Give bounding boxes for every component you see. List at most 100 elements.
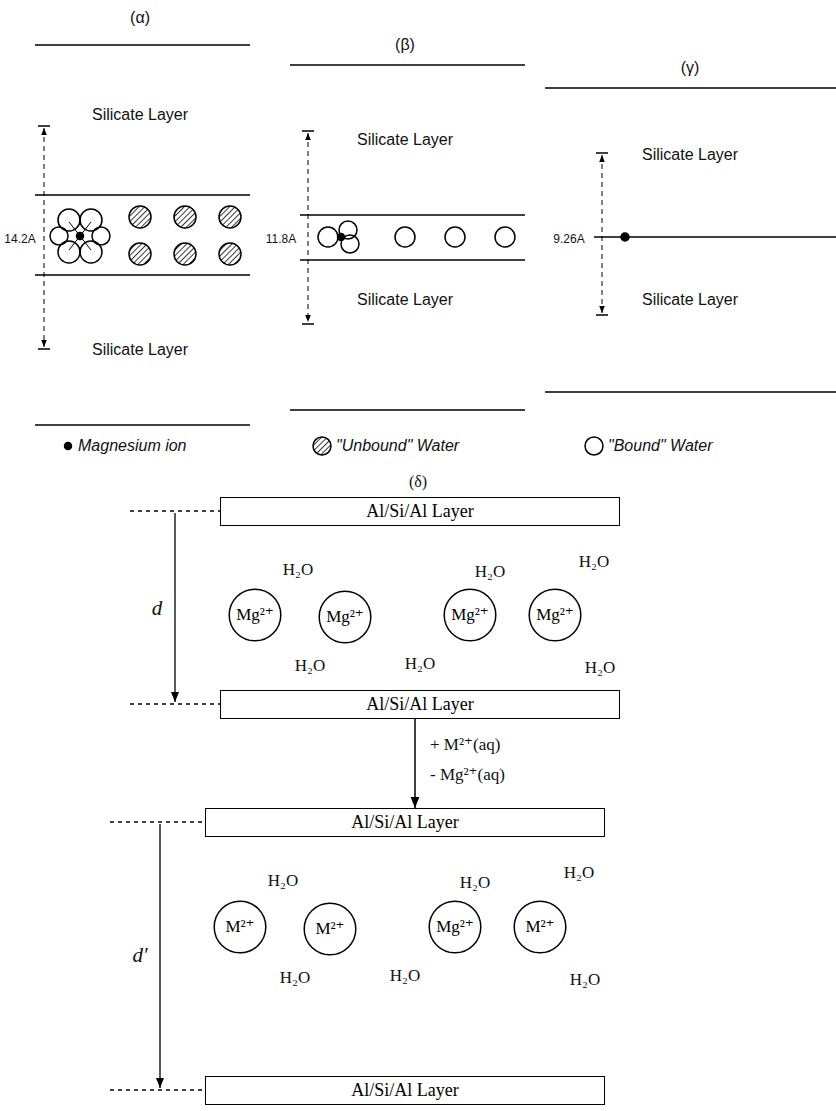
unbound-water bbox=[129, 243, 151, 265]
unbound-water-sample bbox=[313, 437, 331, 455]
cation-symbol: M²⁺ bbox=[525, 917, 554, 937]
water-label: H₂O bbox=[295, 656, 325, 676]
exchange-label: - Mg²⁺(aq) bbox=[430, 765, 505, 785]
water-label: H₂O bbox=[475, 562, 505, 582]
dimension-line bbox=[602, 155, 603, 313]
water-label: H₂O bbox=[585, 658, 615, 678]
spacing-label: d bbox=[152, 596, 163, 620]
panel-label: (β) bbox=[395, 36, 415, 54]
alpha-panel bbox=[35, 45, 250, 425]
cation-circle: Mg²⁺ bbox=[318, 590, 372, 644]
cation-symbol: M²⁺ bbox=[315, 919, 344, 939]
bound-water bbox=[395, 227, 415, 247]
legend-samples bbox=[65, 437, 604, 455]
cation-symbol: M²⁺ bbox=[225, 917, 254, 937]
bound-water bbox=[80, 241, 102, 263]
dimension-tick bbox=[302, 130, 314, 132]
magnesium-ion bbox=[338, 234, 345, 241]
cation-symbol: Mg²⁺ bbox=[451, 605, 489, 625]
layer-line bbox=[35, 274, 250, 276]
layer-box: Al/Si/Al Layer bbox=[205, 808, 605, 837]
dimension-tick bbox=[38, 348, 50, 350]
bound-water bbox=[58, 241, 80, 263]
bound-water bbox=[495, 227, 515, 247]
bond-line bbox=[69, 222, 91, 250]
cation-circle: M²⁺ bbox=[213, 900, 267, 954]
circle-shape bbox=[444, 589, 496, 641]
unbound-water bbox=[219, 243, 241, 265]
water-label: H₂O bbox=[283, 560, 313, 580]
guide-line bbox=[130, 703, 220, 704]
layer-label: Silicate Layer bbox=[92, 341, 188, 359]
dimension-tick bbox=[596, 314, 608, 316]
magnesium-ion bbox=[621, 233, 629, 241]
cation-circle: Mg²⁺ bbox=[228, 588, 282, 642]
spacing-arrow bbox=[174, 513, 175, 702]
magnesium-ion-sample bbox=[65, 443, 72, 450]
layer-label: Silicate Layer bbox=[92, 106, 188, 124]
unbound-water bbox=[174, 206, 196, 228]
layer-line bbox=[594, 236, 836, 238]
bond-line bbox=[69, 222, 91, 250]
circle-shape bbox=[319, 591, 371, 643]
bound-water bbox=[339, 221, 357, 239]
circle-shape bbox=[514, 901, 566, 953]
layer-line bbox=[300, 214, 525, 216]
dimension-label: 11.8A bbox=[266, 233, 296, 247]
circle-shape bbox=[529, 589, 581, 641]
dimension-label: 9.26A bbox=[553, 233, 584, 247]
panel-label: (γ) bbox=[681, 59, 700, 77]
bound-water-sample bbox=[585, 437, 603, 455]
cation-symbol: Mg²⁺ bbox=[436, 917, 474, 937]
layer-line bbox=[290, 409, 525, 411]
bound-water bbox=[92, 227, 110, 245]
layer-label: Silicate Layer bbox=[642, 291, 738, 309]
cation-symbol: Mg²⁺ bbox=[536, 605, 574, 625]
layer-line bbox=[290, 64, 525, 66]
dimension-label: 14.2A bbox=[4, 233, 35, 247]
dimension-line bbox=[308, 133, 309, 322]
spacing-label: d′ bbox=[132, 943, 147, 967]
layer-line bbox=[35, 44, 250, 46]
cation-symbol: Mg²⁺ bbox=[326, 607, 364, 627]
water-label: H₂O bbox=[280, 968, 310, 988]
exchange-arrow bbox=[414, 719, 416, 808]
layer-box: Al/Si/Al Layer bbox=[220, 690, 620, 719]
layer-line bbox=[35, 424, 250, 426]
cation-circle: M²⁺ bbox=[513, 900, 567, 954]
unbound-water bbox=[174, 243, 196, 265]
panel-label: (α) bbox=[130, 9, 150, 27]
legend-text: "Bound" Water bbox=[608, 437, 712, 455]
cation-circle: Mg²⁺ bbox=[443, 588, 497, 642]
spacing-arrow bbox=[159, 824, 160, 1088]
layer-box: Al/Si/Al Layer bbox=[220, 497, 620, 526]
water-label: H₂O bbox=[579, 552, 609, 572]
circle-shape bbox=[229, 589, 281, 641]
circle-shape bbox=[429, 901, 481, 953]
delta-guides bbox=[110, 511, 220, 1090]
layer-label: Silicate Layer bbox=[642, 146, 738, 164]
layer-line bbox=[35, 194, 250, 196]
dimension-tick bbox=[596, 152, 608, 154]
gamma-panel bbox=[545, 88, 836, 392]
guide-line bbox=[110, 821, 205, 822]
bound-water bbox=[318, 227, 338, 247]
magnesium-ion bbox=[77, 233, 84, 240]
water-label: H₂O bbox=[268, 871, 298, 891]
circle-shape bbox=[304, 903, 356, 955]
bound-water bbox=[80, 209, 102, 231]
exchange-label: + M²⁺(aq) bbox=[430, 735, 500, 755]
guide-line bbox=[110, 1089, 205, 1090]
layer-name: Al/Si/Al Layer bbox=[351, 1080, 458, 1101]
bound-water bbox=[341, 235, 359, 253]
layer-line bbox=[545, 391, 836, 393]
bound-water bbox=[50, 227, 68, 245]
dimension-line bbox=[44, 128, 45, 347]
cation-circle: Mg²⁺ bbox=[528, 588, 582, 642]
bound-water bbox=[445, 227, 465, 247]
layer-label: Silicate Layer bbox=[357, 131, 453, 149]
layer-label: Silicate Layer bbox=[357, 291, 453, 309]
